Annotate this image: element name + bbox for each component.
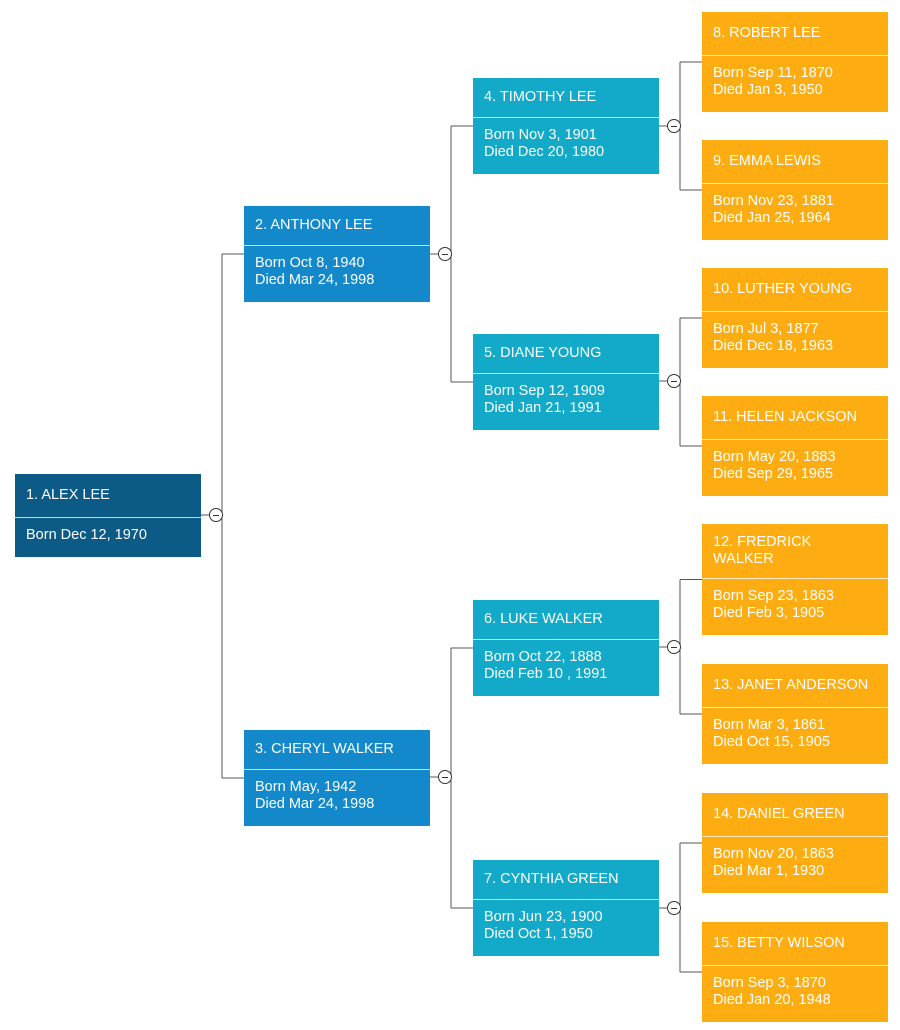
person-born: Born Oct 22, 1888 — [484, 649, 602, 665]
collapse-toggle-icon[interactable] — [667, 374, 681, 388]
collapse-toggle-icon[interactable] — [667, 119, 681, 133]
person-born: Born Nov 23, 1881 — [713, 193, 834, 209]
person-born: Born Oct 8, 1940 — [255, 255, 365, 271]
person-name: 3. CHERYL WALKER — [244, 730, 430, 770]
person-name: 9. EMMA LEWIS — [702, 140, 888, 184]
person-died: Died Sep 29, 1965 — [713, 466, 834, 482]
person-name: 12. FREDRICK WALKER — [702, 524, 888, 579]
person-died: Died Dec 18, 1963 — [713, 338, 834, 354]
person-born: Born Sep 12, 1909 — [484, 383, 605, 399]
collapse-toggle-icon[interactable] — [667, 640, 681, 654]
person-card-1[interactable]: 1. ALEX LEE Born Dec 12, 1970 — [15, 474, 201, 557]
person-name: 15. BETTY WILSON — [702, 922, 888, 966]
person-died: Died Feb 10 , 1991 — [484, 666, 608, 682]
person-name: 2. ANTHONY LEE — [244, 206, 430, 246]
person-died: Died Mar 24, 1998 — [255, 272, 375, 288]
person-born: Born Nov 20, 1863 — [713, 846, 834, 862]
collapse-toggle-icon[interactable] — [438, 247, 452, 261]
collapse-toggle-icon[interactable] — [667, 901, 681, 915]
person-born: Born Sep 11, 1870 — [713, 65, 833, 81]
person-born: Born Mar 3, 1861 — [713, 717, 826, 733]
person-name: 1. ALEX LEE — [15, 474, 201, 518]
person-born: Born Sep 23, 1863 — [713, 588, 834, 604]
person-name: 10. LUTHER YOUNG — [702, 268, 888, 312]
person-name: 8. ROBERT LEE — [702, 12, 888, 56]
person-died: Died Oct 15, 1905 — [713, 734, 830, 750]
person-born: Born Dec 12, 1970 — [26, 527, 147, 543]
person-born: Born May 20, 1883 — [713, 449, 836, 465]
person-died: Died Feb 3, 1905 — [713, 605, 825, 621]
person-name: 7. CYNTHIA GREEN — [473, 860, 659, 900]
person-died: Died Oct 1, 1950 — [484, 926, 593, 942]
person-name: 5. DIANE YOUNG — [473, 334, 659, 374]
collapse-toggle-icon[interactable] — [209, 508, 223, 522]
person-born: Born Jul 3, 1877 — [713, 321, 819, 337]
person-born: Born May, 1942 — [255, 779, 357, 795]
person-name: 13. JANET ANDERSON — [702, 664, 888, 708]
person-died: Died Mar 1, 1930 — [713, 863, 825, 879]
person-died: Died Jan 3, 1950 — [713, 82, 823, 98]
person-details: Born Dec 12, 1970 — [15, 518, 201, 544]
person-name: 4. TIMOTHY LEE — [473, 78, 659, 118]
person-born: Born Jun 23, 1900 — [484, 909, 603, 925]
person-died: Died Mar 24, 1998 — [255, 796, 375, 812]
collapse-toggle-icon[interactable] — [438, 770, 452, 784]
person-name: 11. HELEN JACKSON — [702, 396, 888, 440]
person-died: Died Jan 20, 1948 — [713, 992, 831, 1008]
person-born: Born Nov 3, 1901 — [484, 127, 597, 143]
person-name: 14. DANIEL GREEN — [702, 793, 888, 837]
person-died: Died Dec 20, 1980 — [484, 144, 605, 160]
person-name: 6. LUKE WALKER — [473, 600, 659, 640]
person-born: Born Sep 3, 1870 — [713, 975, 826, 991]
person-died: Died Jan 25, 1964 — [713, 210, 831, 226]
person-died: Died Jan 21, 1991 — [484, 400, 602, 416]
